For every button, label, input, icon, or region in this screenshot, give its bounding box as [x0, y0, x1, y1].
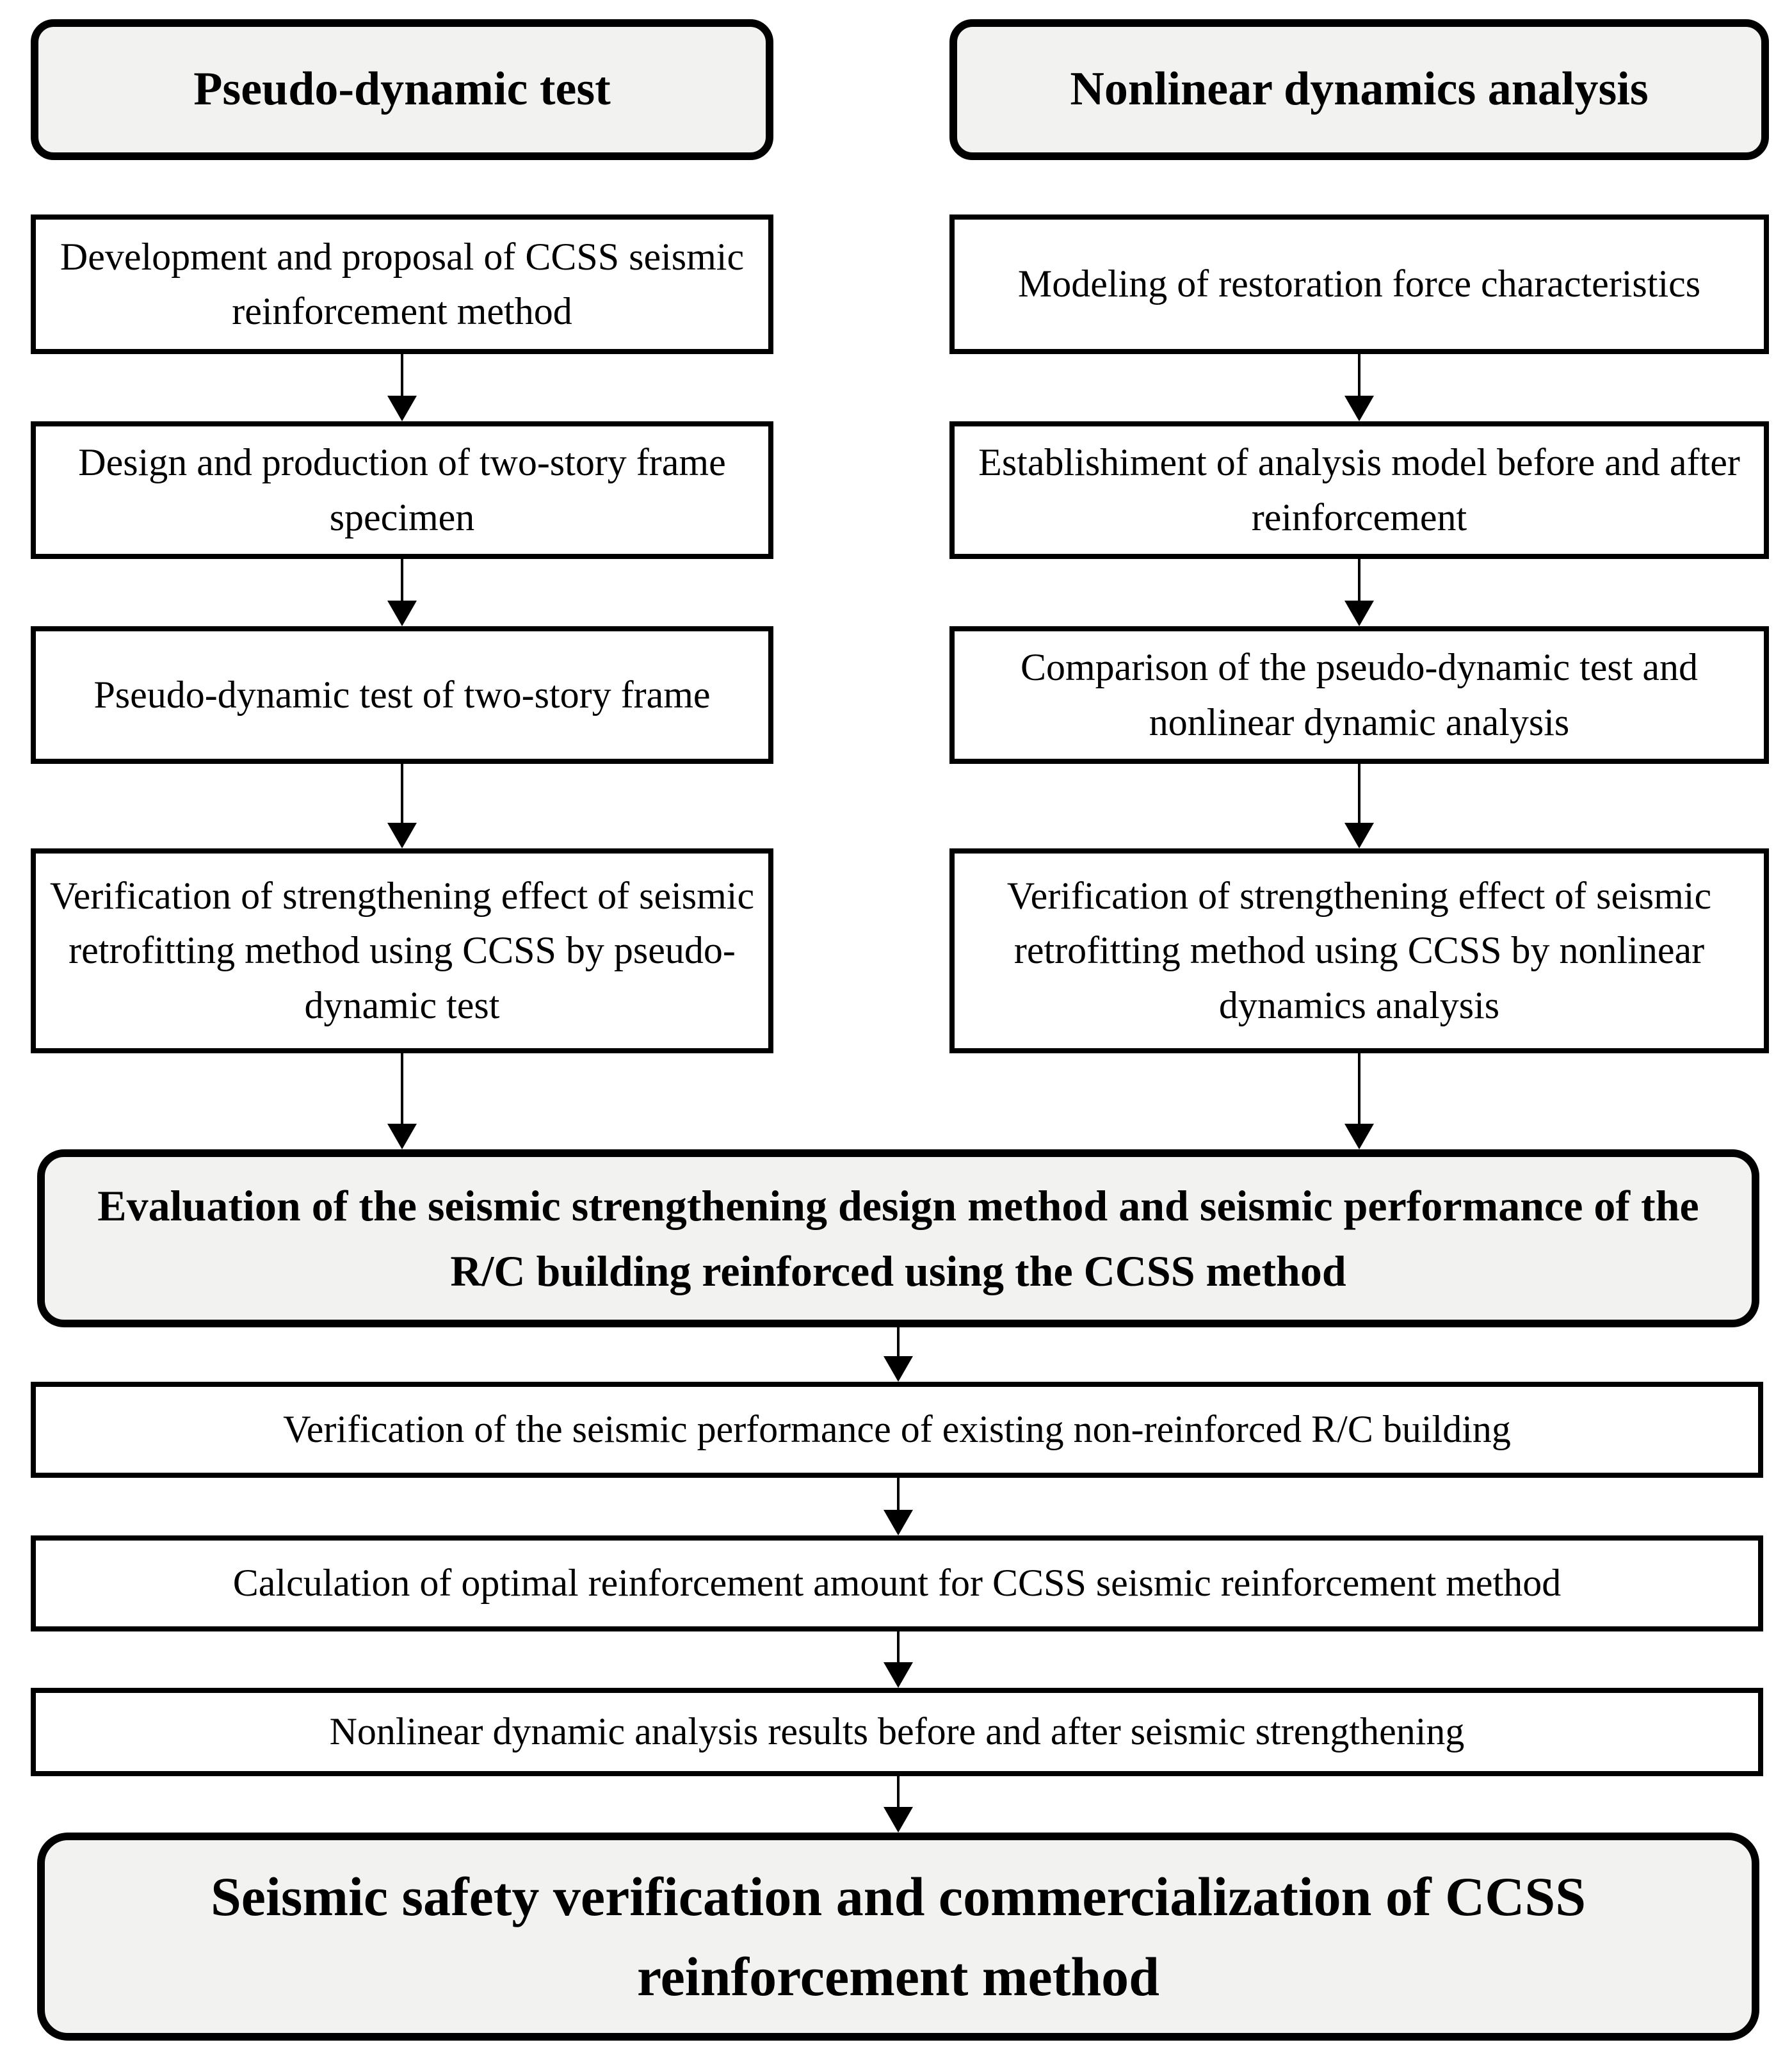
arrow-head-icon	[884, 1356, 913, 1382]
flow-box-evaluation-merged: Evaluation of the seismic strengthening …	[37, 1149, 1759, 1327]
arrow-shaft	[897, 1776, 900, 1807]
flow-arrow	[1344, 1053, 1374, 1149]
arrow-head-icon	[387, 823, 417, 848]
arrow-shaft	[897, 1478, 900, 1510]
flow-box-verification-existing-building: Verification of the seismic performance …	[31, 1382, 1763, 1478]
flow-arrow	[884, 1631, 913, 1688]
flow-arrow	[1344, 354, 1374, 421]
flow-arrow	[884, 1327, 913, 1382]
flow-box-development-proposal-ccss: Development and proposal of CCSS seismic…	[31, 215, 773, 354]
flow-box-calculation-optimal-reinforcement: Calculation of optimal reinforcement amo…	[31, 1535, 1763, 1631]
arrow-head-icon	[387, 1124, 417, 1149]
flow-box-final-seismic-safety: Seismic safety verification and commerci…	[37, 1833, 1759, 2041]
column-header-nonlinear-dynamics-analysis: Nonlinear dynamics analysis	[949, 19, 1769, 160]
flow-arrow	[387, 1053, 417, 1149]
arrow-head-icon	[884, 1807, 913, 1833]
flow-box-design-production-frame-specimen: Design and production of two-story frame…	[31, 421, 773, 559]
flow-box-modeling-restoration-force: Modeling of restoration force characteri…	[949, 215, 1769, 354]
arrow-head-icon	[1344, 823, 1374, 848]
arrow-shaft	[897, 1631, 900, 1662]
flow-box-verification-effect-nonlinear-analysis: Verification of strengthening effect of …	[949, 848, 1769, 1053]
arrow-head-icon	[387, 601, 417, 626]
arrow-shaft	[1358, 354, 1360, 396]
flow-arrow	[884, 1478, 913, 1535]
flow-box-nonlinear-analysis-results: Nonlinear dynamic analysis results befor…	[31, 1688, 1763, 1776]
column-header-pseudo-dynamic-test: Pseudo-dynamic test	[31, 19, 773, 160]
flow-arrow	[387, 559, 417, 626]
flow-arrow	[387, 764, 417, 848]
arrow-shaft	[1358, 764, 1360, 823]
flow-arrow	[387, 354, 417, 421]
arrow-shaft	[401, 354, 403, 396]
flow-box-comparison-test-analysis: Comparison of the pseudo-dynamic test an…	[949, 626, 1769, 764]
arrow-head-icon	[884, 1510, 913, 1535]
arrow-head-icon	[1344, 601, 1374, 626]
arrow-head-icon	[1344, 1124, 1374, 1149]
flow-arrow	[1344, 764, 1374, 848]
flow-box-pseudo-dynamic-test-two-story-frame: Pseudo-dynamic test of two-story frame	[31, 626, 773, 764]
flow-arrow	[884, 1776, 913, 1833]
arrow-shaft	[401, 1053, 403, 1124]
arrow-shaft	[401, 764, 403, 823]
arrow-head-icon	[1344, 396, 1374, 421]
arrow-head-icon	[387, 396, 417, 421]
flow-box-verification-effect-pseudo-dynamic-test: Verification of strengthening effect of …	[31, 848, 773, 1053]
arrow-shaft	[401, 559, 403, 601]
flow-box-establishment-analysis-model: Establishiment of analysis model before …	[949, 421, 1769, 559]
arrow-shaft	[1358, 1053, 1360, 1124]
arrow-head-icon	[884, 1662, 913, 1688]
flow-arrow	[1344, 559, 1374, 626]
arrow-shaft	[897, 1327, 900, 1356]
arrow-shaft	[1358, 559, 1360, 601]
